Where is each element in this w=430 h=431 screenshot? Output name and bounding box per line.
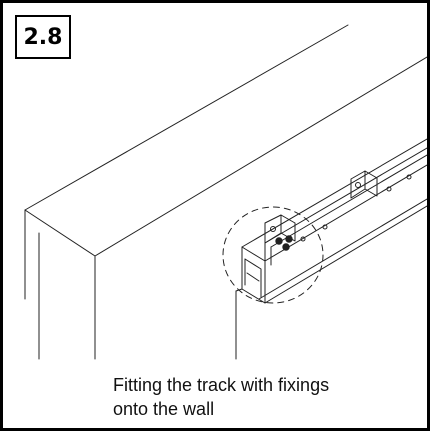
fixing-screws bbox=[275, 235, 293, 251]
detail-circle bbox=[222, 206, 324, 304]
wall-bracket-far bbox=[350, 170, 378, 199]
track-rail bbox=[235, 138, 427, 304]
strip-screw-holes bbox=[300, 174, 412, 242]
figure-caption: Fitting the track with fixings onto the … bbox=[113, 375, 330, 419]
step-number-badge: 2.8 bbox=[15, 15, 71, 59]
step-number-text: 2.8 bbox=[23, 24, 63, 50]
wall-panel bbox=[24, 24, 427, 360]
fixing-bracket-strip bbox=[264, 147, 427, 266]
track-installation-illustration bbox=[24, 24, 427, 360]
